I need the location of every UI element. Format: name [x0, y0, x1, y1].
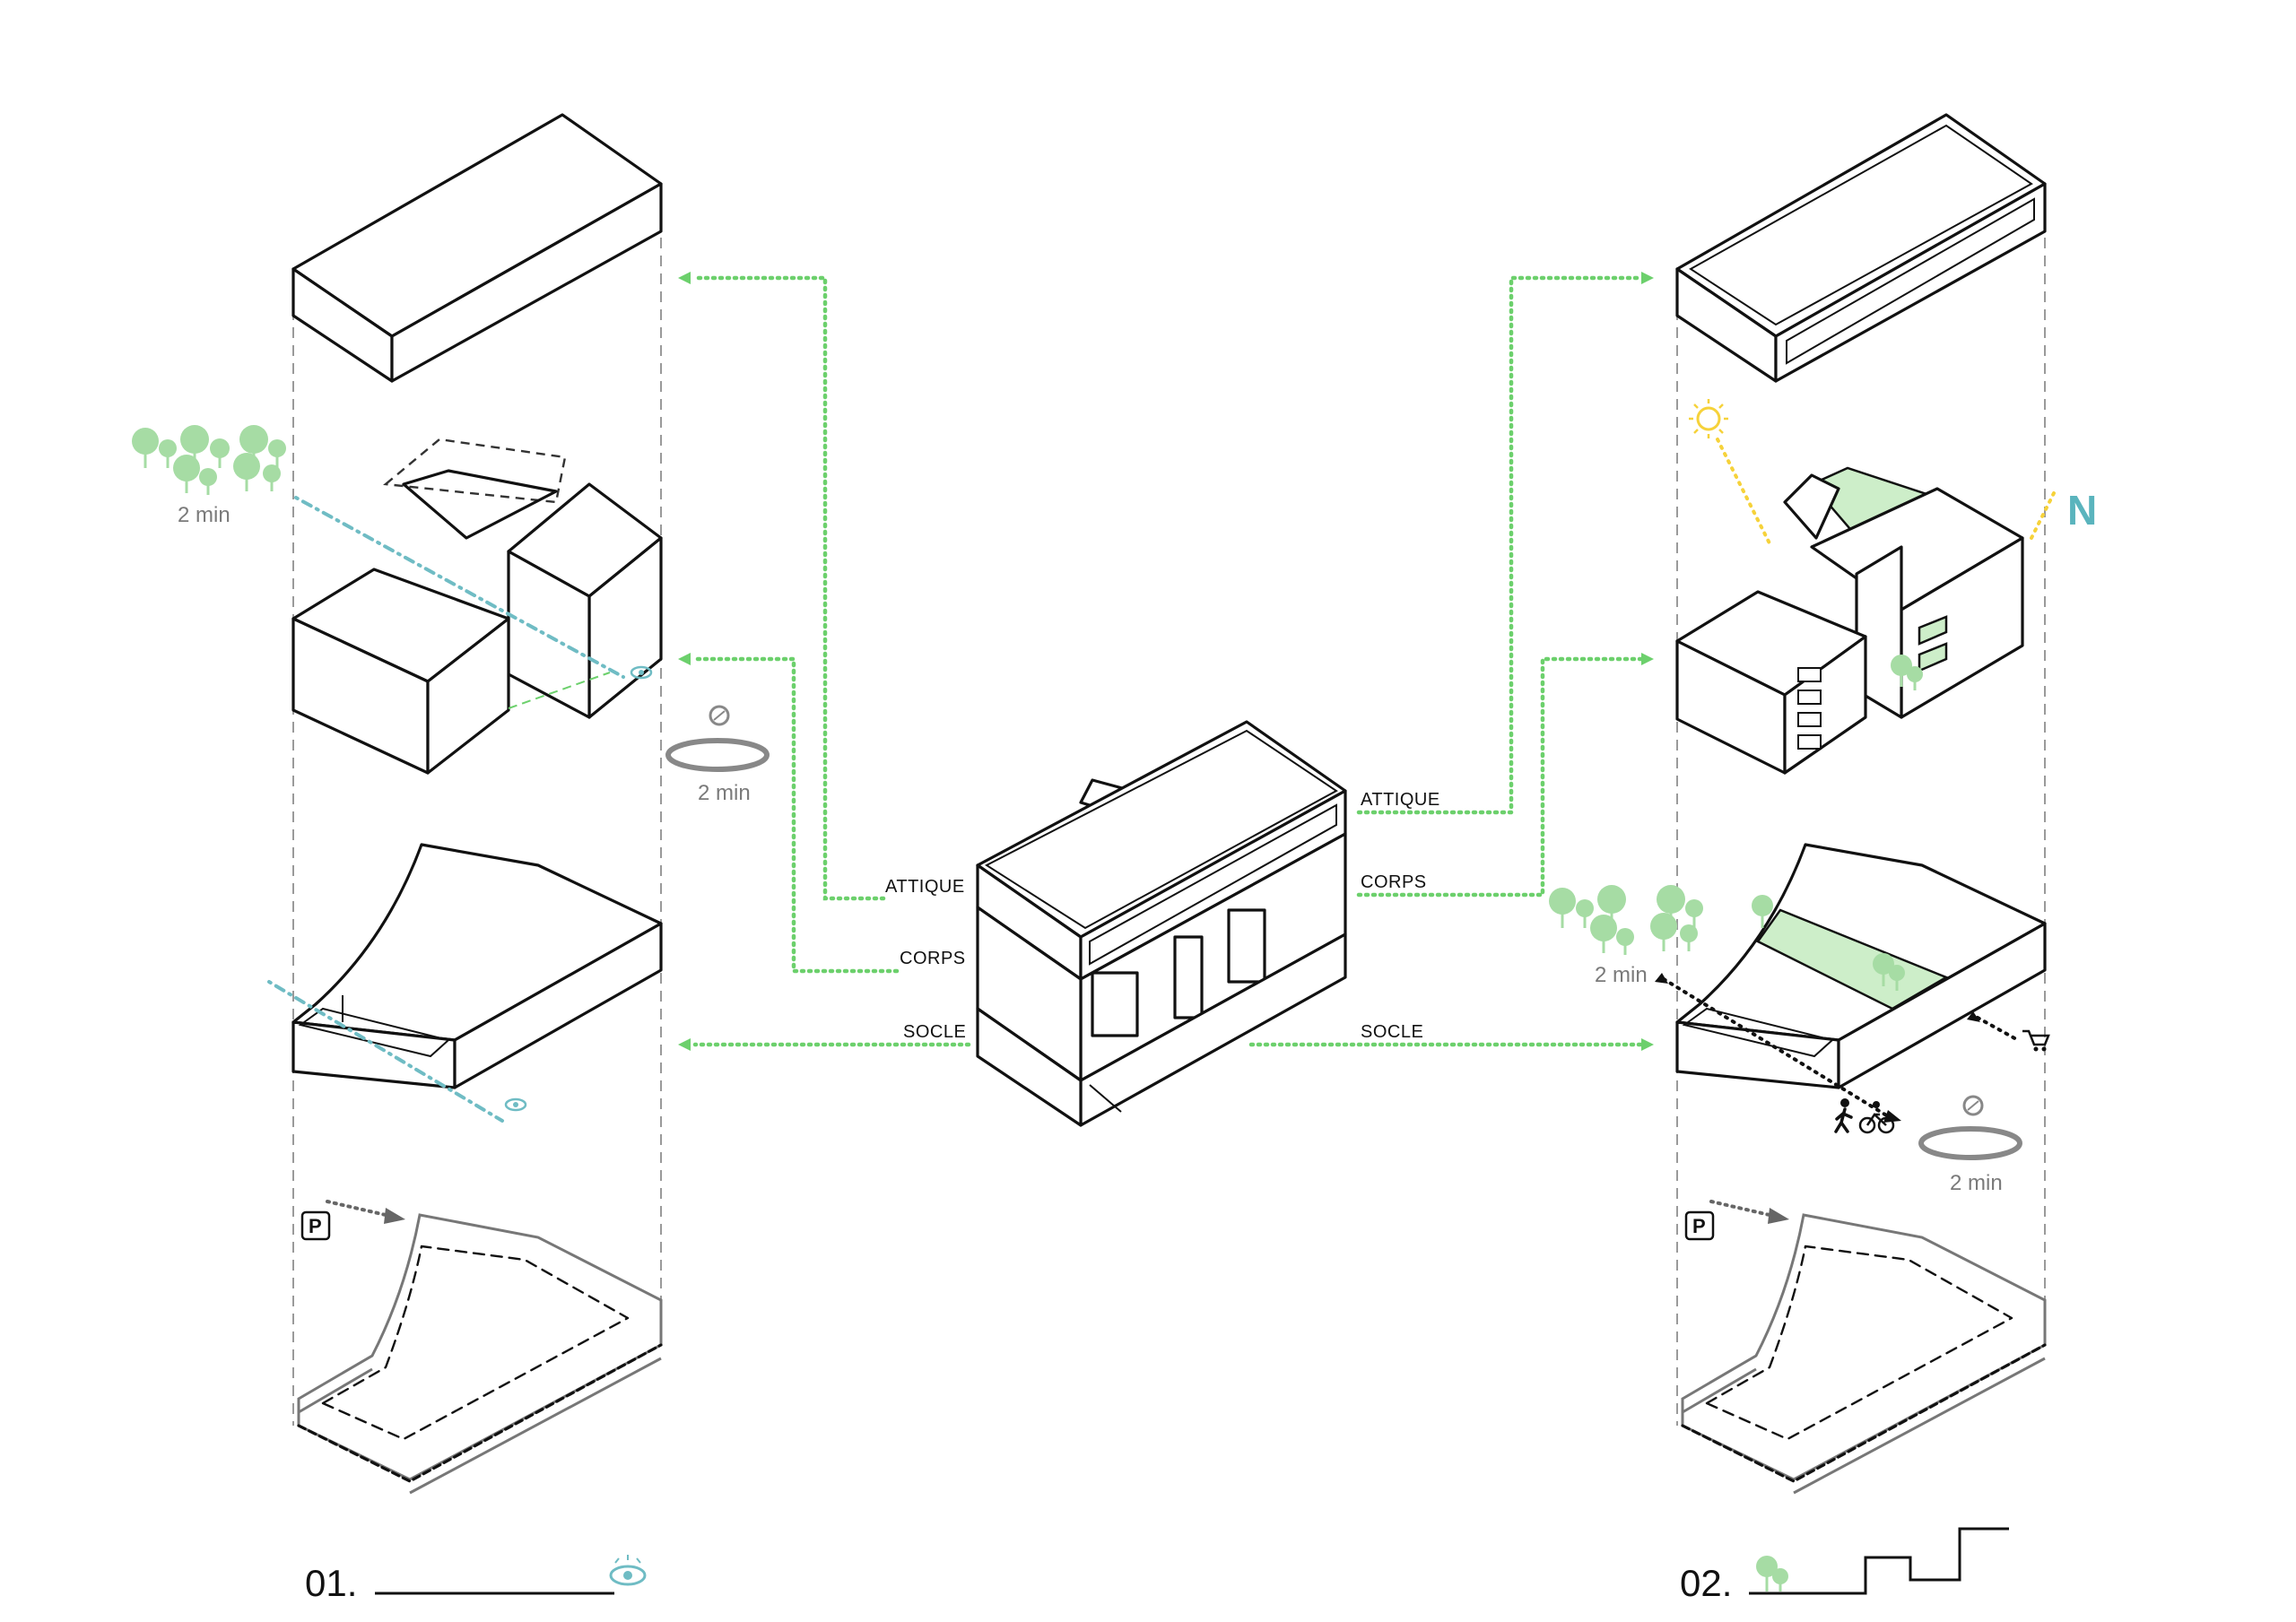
right-column: N: [1549, 113, 2097, 1604]
left-corps-blocks: [291, 438, 663, 775]
legend-number-02: 02.: [1680, 1562, 1732, 1604]
center-label-corps-left: CORPS: [900, 949, 966, 968]
right-socle-block: [1675, 843, 2047, 1089]
tree-icon: [1756, 1556, 1788, 1592]
ring-road-icon: [1918, 1095, 2022, 1160]
cart-icon: [2022, 1029, 2050, 1052]
ring-time-label-right: 2 min: [1950, 1171, 2003, 1195]
ring-road-icon: [665, 705, 770, 772]
steps-icon: [1749, 1527, 2009, 1595]
svg-text:P: P: [309, 1215, 322, 1237]
eye-icon: [504, 1097, 527, 1112]
center-label-corps-right: CORPS: [1361, 872, 1427, 892]
tree-icon: [1891, 655, 1923, 690]
ring-time-label: 2 min: [698, 781, 751, 805]
center-label-attique-right: ATTIQUE: [1361, 790, 1440, 810]
right-site-plate: [1681, 1213, 2047, 1495]
trees-time-label-right: 2 min: [1595, 963, 1648, 987]
left-attique-block: [291, 113, 663, 383]
center-label-attique-left: ATTIQUE: [885, 877, 965, 897]
pedestrian-icon: [1834, 1098, 1853, 1133]
parking-icon: P: [1684, 1210, 1715, 1241]
eye-icon: [630, 665, 653, 680]
left-socle-block: [291, 843, 663, 1089]
sun-icon: [1689, 399, 1728, 438]
center-building: [976, 720, 1347, 1127]
tree-icon: [132, 425, 286, 495]
right-corps-blocks: [1675, 466, 2024, 775]
tree-icon: [1549, 885, 1703, 955]
trees-time-label: 2 min: [178, 503, 230, 527]
tree-icon: [1752, 895, 1905, 991]
right-attique-block: [1675, 113, 2047, 383]
north-label: N: [2067, 487, 2097, 533]
svg-text:P: P: [1692, 1215, 1706, 1237]
center-label-socle-right: SOCLE: [1361, 1022, 1423, 1042]
left-site-plate: [297, 1213, 663, 1495]
center-label-socle-left: SOCLE: [903, 1022, 966, 1042]
eye-icon: [609, 1555, 647, 1586]
left-column: 2 min 2 min: [132, 113, 770, 1604]
parking-icon: P: [300, 1210, 331, 1241]
legend-number-01: 01.: [305, 1562, 357, 1604]
green-flow-arrows: [678, 272, 1654, 1051]
